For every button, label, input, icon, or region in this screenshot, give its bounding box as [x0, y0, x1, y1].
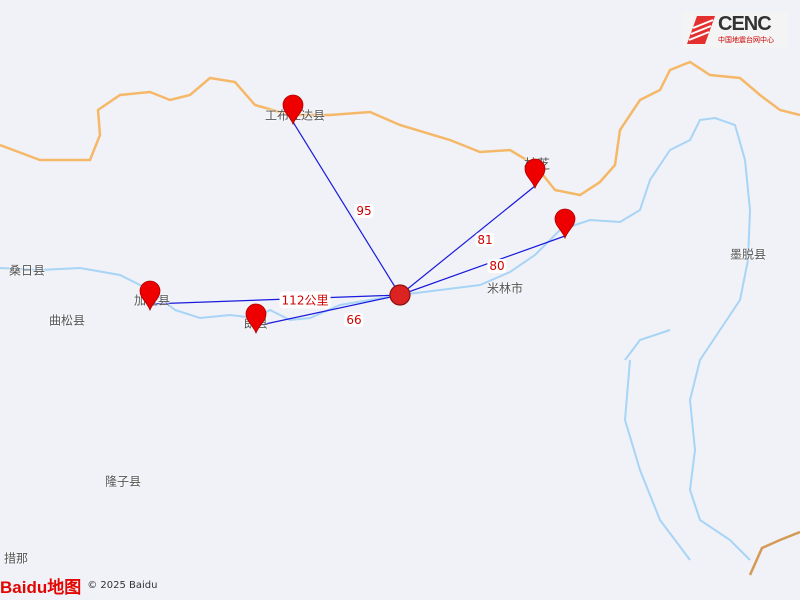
place-label: 工布江达县: [264, 108, 326, 123]
rivers: [0, 116, 752, 561]
place-label: 曲松县: [48, 313, 86, 328]
line-gongbujiangda: [292, 121, 401, 296]
province-boundary: [0, 60, 800, 576]
distance-lines: [149, 121, 566, 327]
copyright: © 2025 Baidu: [87, 579, 158, 591]
place-label: 桑日县: [8, 263, 46, 278]
place-label: 措那: [3, 551, 29, 566]
place-label: 朗县: [243, 316, 269, 331]
place-label: 加查县: [133, 293, 171, 308]
cenc-logo: CENC 中国地震台网中心: [682, 12, 788, 48]
distance-label: 112公里: [279, 291, 331, 309]
line-jiacha: [149, 294, 401, 305]
line-milin: [399, 235, 566, 296]
distance-label: 66: [344, 313, 364, 327]
distance-label: 81: [475, 233, 495, 247]
cenc-emblem-icon: [687, 16, 715, 44]
baidu-map-logo[interactable]: Baidu地图: [0, 577, 82, 597]
place-label: 墨脱县: [729, 247, 767, 262]
logo-subtitle: 中国地震台网中心: [718, 36, 774, 44]
place-label: 林芝: [523, 157, 551, 173]
distance-label: 95: [354, 204, 374, 218]
line-langxian: [255, 294, 401, 327]
distance-label: 80: [487, 259, 507, 273]
place-label: 隆子县: [104, 474, 142, 489]
logo-text: CENC: [718, 13, 772, 35]
line-linzhi: [399, 185, 536, 296]
map-footer: Baidu地图 © 2025 Baidu: [0, 572, 158, 598]
place-label: 米林市: [486, 281, 524, 296]
